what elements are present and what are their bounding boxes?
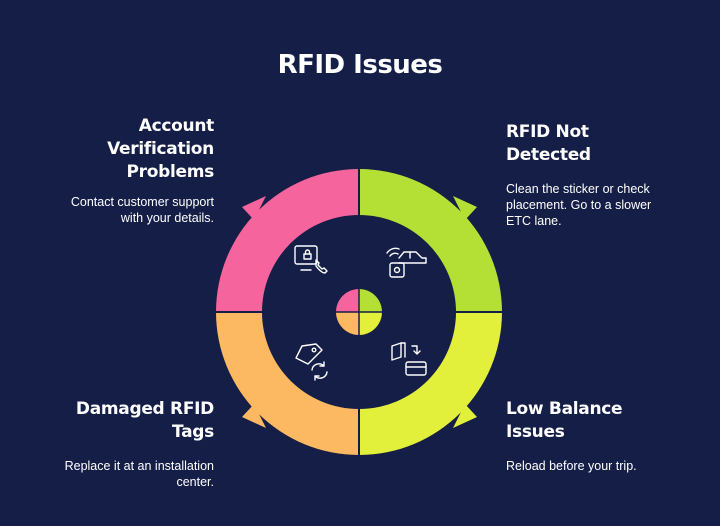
heading-line: RFID Not [506,122,589,142]
page-title: RFID Issues [277,50,443,80]
tag-refresh-icon [295,343,328,381]
account-verification-block: Account Verification Problems Contact cu… [40,115,214,226]
ring-segment-top-right [359,169,502,312]
low-balance-heading: Low Balance Issues [506,398,686,444]
rfid-not-detected-heading: RFID Not Detected [506,121,686,167]
low-balance-block: Low Balance Issues Reload before your tr… [506,398,686,474]
heading-line: Low Balance [506,399,623,419]
damaged-rfid-tags-description: Replace it at an installation center. [40,458,214,490]
description-line: placement. Go to a slower [506,198,652,212]
description-line: ETC lane. [506,214,562,228]
description-line: center. [176,475,214,489]
heading-line: Account [138,116,215,136]
description-line: Contact customer support [70,195,214,209]
heading-line: Tags [172,422,214,442]
center-quadrant-bottom-right [359,312,382,335]
heading-line: Detected [506,145,591,165]
phone-lock-icon [294,245,328,274]
damaged-rfid-tags-heading: Damaged RFID Tags [40,398,214,444]
car-signal-icon [386,247,427,278]
rfid-not-detected-block: RFID Not Detected Clean the sticker or c… [506,121,686,229]
description-line: with your details. [120,211,214,225]
account-verification-description: Contact customer support with your detai… [40,194,214,226]
description-line: Clean the sticker or check [506,182,650,196]
arrow-pointer-top-right [453,196,477,220]
ring-segment-top-left [216,169,359,312]
heading-line: Problems [126,162,215,182]
rfid-not-detected-description: Clean the sticker or check placement. Go… [506,181,686,229]
damaged-rfid-tags-block: Damaged RFID Tags Replace it at an insta… [40,398,215,490]
heading-line: Damaged RFID [75,399,214,419]
arrow-pointer-top-left [242,196,266,220]
arrow-pointer-bottom-left [242,404,266,428]
description-line: Reload before your trip. [506,459,637,473]
ring-segment-bottom-right [359,312,502,455]
ring-segment-bottom-left [216,312,359,455]
center-quadrant-top-right [359,289,382,312]
low-balance-description: Reload before your trip. [506,458,686,474]
account-verification-heading: Account Verification Problems [40,115,214,184]
description-line: Replace it at an installation [64,459,214,473]
heading-line: Verification [107,139,214,159]
center-quadrant-top-left [336,289,359,312]
arrow-pointer-bottom-right [453,404,477,428]
center-quadrant-bottom-left [336,312,359,335]
wallet-reload-icon [391,342,427,376]
heading-line: Issues [506,422,565,442]
